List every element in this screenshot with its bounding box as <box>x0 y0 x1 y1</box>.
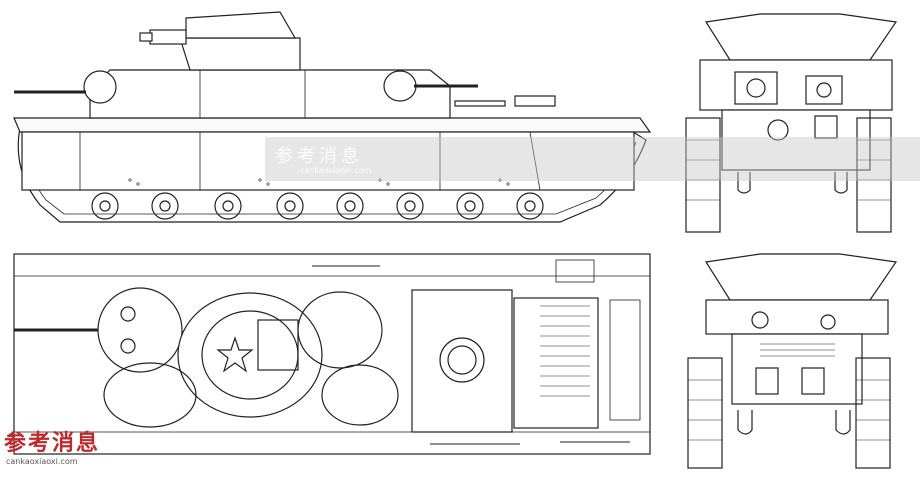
top-star <box>216 336 254 373</box>
front-left-track <box>685 117 721 233</box>
front-view-drawing <box>685 13 898 233</box>
side-road-wheels <box>91 192 544 220</box>
top-hatch <box>439 337 485 383</box>
top-view-drawing <box>13 253 651 455</box>
top-main-turret <box>177 292 323 418</box>
side-view-drawing <box>13 11 652 223</box>
side-main-turret <box>179 37 301 71</box>
logo-url: cankaoxiaoxi.com <box>6 457 78 466</box>
logo-text: 参考消息 <box>4 430 101 456</box>
rear-view-drawing <box>687 253 898 469</box>
brand-logo: 参考消息 cankaoxiaoxi.com <box>4 425 108 469</box>
rear-right-track <box>855 357 891 469</box>
side-hull <box>21 131 635 191</box>
side-track <box>17 119 647 223</box>
front-right-track <box>856 117 892 233</box>
rear-left-track <box>687 357 723 469</box>
